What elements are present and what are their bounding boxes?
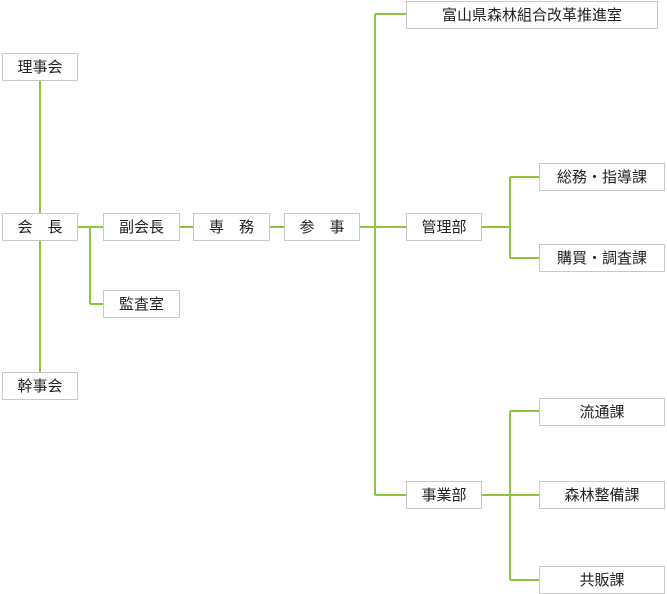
node-soumu: 総務・指導課 [539,163,665,191]
node-rijikai: 理事会 [2,53,78,81]
node-kanjikai: 幹事会 [2,372,78,400]
node-kansashitsu: 監査室 [103,290,180,318]
node-ryutsu: 流通課 [539,398,665,426]
node-kaichou: 会 長 [2,213,78,241]
node-senmu: 専 務 [193,213,270,241]
node-suishinshitsu: 富山県森林組合改革推進室 [406,1,658,29]
node-sanji: 参 事 [284,213,360,241]
node-fukukaichou: 副会長 [103,213,180,241]
node-kanribu: 管理部 [406,213,482,241]
node-jigyoubu: 事業部 [406,481,482,509]
node-kobai: 購買・調査課 [539,244,665,272]
node-kyohan: 共販課 [539,566,665,594]
node-shinrin: 森林整備課 [539,481,665,509]
